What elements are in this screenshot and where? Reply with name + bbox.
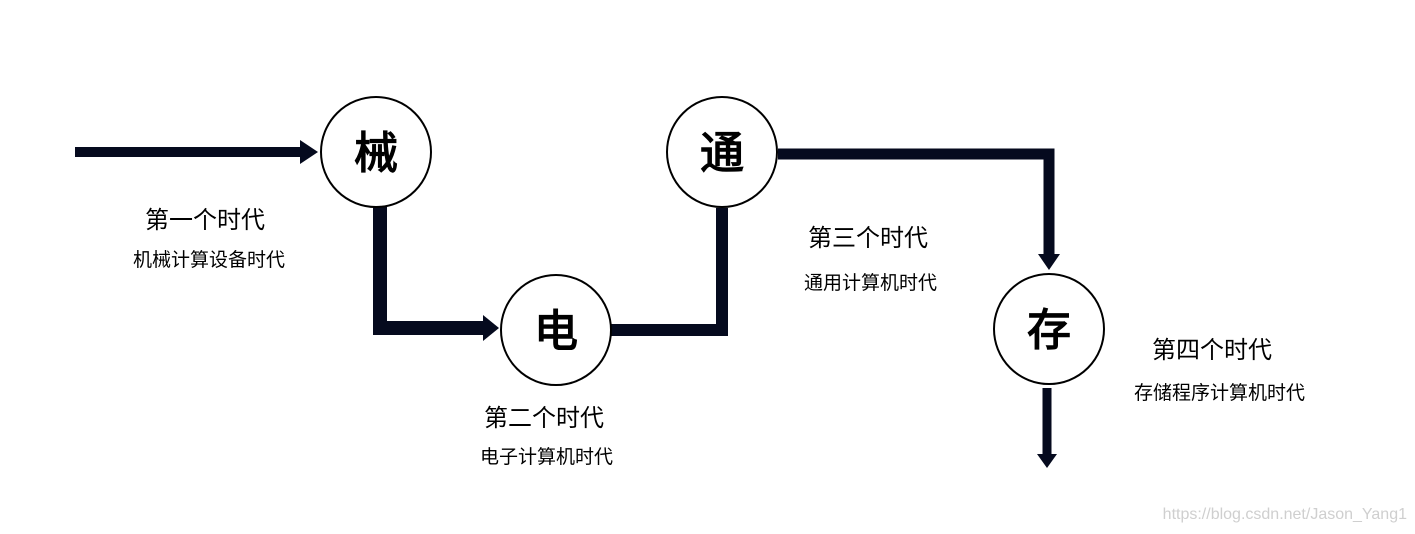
node-circle <box>993 273 1105 385</box>
era-3-subtitle: 通用计算机时代 <box>804 272 938 294</box>
era-2-subtitle: 电子计算机时代 <box>480 446 614 468</box>
node-mechanical: 械 <box>320 96 432 208</box>
node-char: 械 <box>354 128 398 179</box>
node-char: 存 <box>1027 305 1071 356</box>
era-3-title: 第三个时代 <box>808 224 928 252</box>
arrowhead-to-stored <box>1038 254 1060 270</box>
connector-electronic-to-general <box>611 208 728 336</box>
node-circle <box>500 274 612 386</box>
node-circle <box>320 96 432 208</box>
exit-arrowhead <box>1037 454 1057 468</box>
era-4-title: 第四个时代 <box>1152 336 1272 364</box>
node-char: 电 <box>534 306 578 357</box>
era-2-title: 第二个时代 <box>484 404 604 432</box>
watermark-text: https://blog.csdn.net/Jason_Yang1 <box>1162 506 1407 523</box>
arrowhead-to-electronic <box>483 315 499 341</box>
connectors <box>75 140 1060 468</box>
connector-general-to-stored <box>778 148 1055 256</box>
node-stored: 存 <box>993 273 1105 385</box>
connector-mech-to-electronic <box>373 206 485 335</box>
node-general: 通 <box>666 96 778 208</box>
era-1-title: 第一个时代 <box>145 206 265 234</box>
node-electronic: 电 <box>500 274 612 386</box>
node-circle <box>666 96 778 208</box>
node-char: 通 <box>700 128 744 179</box>
era-1-subtitle: 机械计算设备时代 <box>133 249 286 271</box>
era-4-subtitle: 存储程序计算机时代 <box>1134 382 1306 404</box>
entry-arrowhead <box>300 140 318 164</box>
